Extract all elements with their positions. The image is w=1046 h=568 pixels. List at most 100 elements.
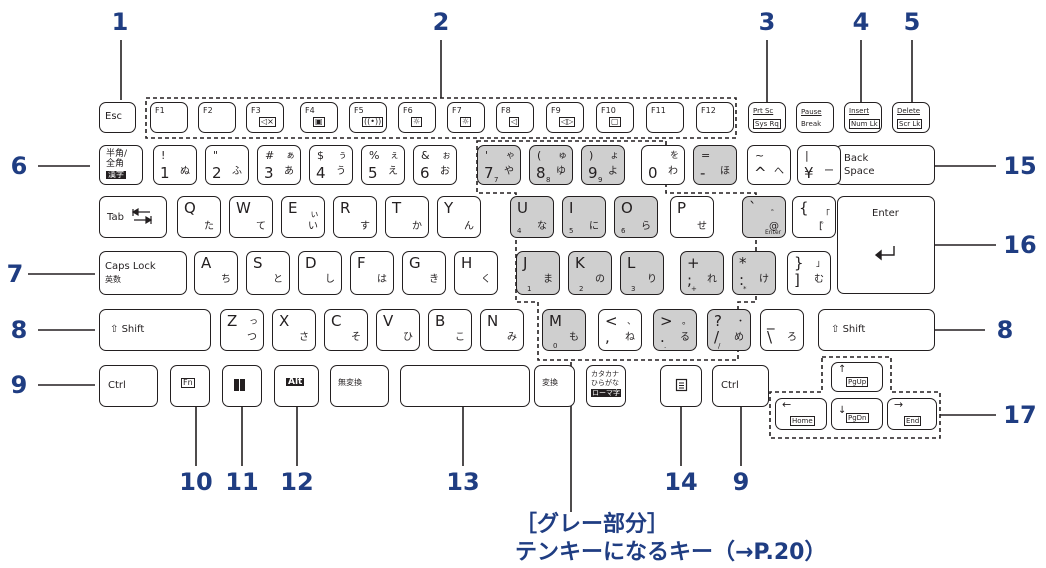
letter-row4-key-8[interactable]: <,、ね (598, 309, 642, 351)
f5-key[interactable]: F5((•)) (349, 102, 387, 133)
f10-key[interactable]: F10▢ (596, 102, 634, 133)
katakana-hiragana-key[interactable]: カタカナ ひらがな ローマ字 (586, 365, 626, 407)
f9-key[interactable]: F9◁▷ (546, 102, 584, 133)
tab-key[interactable]: Tab (99, 196, 167, 238)
f8-key[interactable]: F8◁ (496, 102, 534, 133)
henkan-key[interactable]: 変換 (534, 365, 575, 407)
caps-lock-key[interactable]: Caps Lock 英数 (99, 251, 187, 295)
number-row-key-12[interactable]: ~^へ (747, 145, 791, 185)
left-shift-key[interactable]: ⇧ Shift (99, 309, 211, 351)
key-kana-label: ち (221, 274, 231, 285)
fn-label: Fn (181, 378, 195, 388)
f2-key[interactable]: F2 (198, 102, 236, 133)
f12-key[interactable]: F12 (696, 102, 734, 133)
left-ctrl-key[interactable]: Ctrl (99, 365, 158, 407)
letter-row4-key-9[interactable]: >.。る. (653, 309, 697, 351)
pause-key[interactable]: Pause Break (796, 102, 834, 133)
key-kana-label: ろ (787, 332, 797, 343)
f7-key[interactable]: F7☼ (447, 102, 485, 133)
f3-key[interactable]: F3◁× (246, 102, 284, 133)
left-home-key[interactable]: ← Home (775, 398, 827, 430)
f4-key[interactable]: F4▣ (300, 102, 338, 133)
letter-row3-key-11[interactable]: *:け* (732, 251, 776, 295)
backspace-key[interactable]: Back Space (835, 145, 935, 185)
space-key[interactable] (400, 365, 530, 407)
enter-label: Enter (872, 208, 899, 219)
prtsc-key[interactable]: Prt Sc Sys Rq (748, 102, 786, 133)
number-row-key-13[interactable]: |¥ー (797, 145, 841, 185)
esc-key[interactable]: Esc (99, 102, 136, 133)
letter-row3-key-12[interactable]: }]」む (787, 251, 831, 295)
windows-key[interactable] (222, 365, 262, 407)
key-letter-label: U (517, 199, 528, 217)
key-kana-label: い (308, 221, 318, 232)
key-kana-label: ね (625, 332, 635, 343)
right-end-key[interactable]: → End (887, 398, 937, 430)
letter-row3-key-10[interactable]: +;れ+ (680, 251, 724, 295)
numpad-note-text: テンキーになるキー（→P.20） (515, 540, 827, 565)
down-pgdn-key[interactable]: ↓ PgDn (831, 398, 883, 430)
f11-key[interactable]: F11 (646, 102, 684, 133)
right-ctrl-key[interactable]: Ctrl (712, 365, 769, 407)
key-kana-label: け (759, 274, 769, 285)
letter-row4-key-10[interactable]: ?/・め/ (707, 309, 751, 351)
f6-key[interactable]: F6☼ (398, 102, 436, 133)
f1-key[interactable]: F1 (150, 102, 188, 133)
enter-key[interactable]: Enter (837, 196, 935, 294)
delete-key[interactable]: Delete Scr Lk (892, 102, 930, 133)
fn-key[interactable]: Fn (170, 365, 210, 407)
application-key[interactable] (660, 365, 702, 407)
hankaku-zenkaku-key[interactable]: 半角/ 全角 漢字 (99, 145, 143, 185)
callout-15: 15 (1003, 152, 1037, 180)
right-shift-key[interactable]: ⇧ Shift (818, 309, 935, 351)
letter-row2-key-11[interactable]: `゛@Enter (742, 196, 786, 238)
letter-row4-key-11[interactable]: _\ろ (760, 309, 804, 351)
callout-8-left: 8 (10, 316, 28, 344)
alt-key[interactable]: Alt (274, 365, 319, 407)
letter-row2-key-12[interactable]: {「[゜ (792, 196, 836, 238)
up-pgup-key[interactable]: ↑ PgUp (831, 362, 883, 392)
key-main-label: 6 (420, 164, 430, 182)
fkey-group-box (145, 97, 737, 139)
insert-key[interactable]: Insert Num Lk (844, 102, 882, 133)
muhenkan-key[interactable]: 無変換 (330, 365, 389, 407)
number-row-key-11[interactable]: =-ほ (693, 145, 737, 185)
key-kana-label: る (680, 332, 690, 343)
